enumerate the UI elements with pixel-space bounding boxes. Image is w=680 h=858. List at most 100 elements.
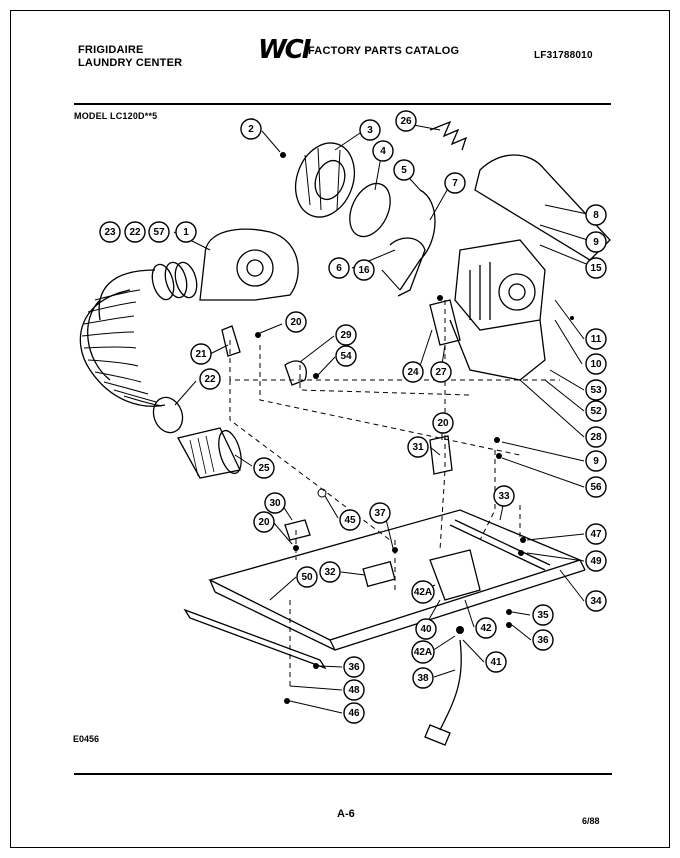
- callout-circle: [402, 361, 424, 383]
- blower-wheel: [295, 142, 355, 218]
- callout-22: 22: [199, 368, 221, 390]
- callout-34: 34: [585, 590, 607, 612]
- callout-label: 3: [367, 125, 373, 136]
- callout-circle: [369, 502, 391, 524]
- callout-label: 15: [590, 263, 602, 274]
- bracket-30: [284, 519, 311, 541]
- callout-label: 2: [248, 124, 254, 135]
- callout-37: 37: [369, 502, 391, 524]
- callout-11: 11: [585, 328, 607, 350]
- callout-circle: [335, 324, 357, 346]
- callout-label: 42A: [414, 647, 432, 658]
- callout-26: 26: [395, 110, 417, 132]
- callout-50: 50: [296, 566, 318, 588]
- switch-bracket: [429, 299, 461, 346]
- callout-9: 9: [585, 450, 607, 472]
- callout-label: 11: [591, 334, 602, 345]
- callout-label: 49: [590, 556, 602, 567]
- callout-35: 35: [532, 604, 554, 626]
- callout-circle: [199, 368, 221, 390]
- callout-6: 6: [328, 257, 350, 279]
- callout-label: 9: [593, 237, 599, 248]
- callout-15: 15: [585, 257, 607, 279]
- callout-circle: [585, 400, 607, 422]
- cord-plug: [424, 724, 451, 746]
- catalog-date: 6/88: [582, 816, 600, 826]
- callout-label: 45: [344, 515, 356, 526]
- callout-circle: [240, 118, 262, 140]
- callout-label: 6: [336, 263, 342, 274]
- callout-22: 22: [124, 221, 146, 243]
- callout-label: 53: [590, 385, 602, 396]
- callout-45: 45: [339, 509, 361, 531]
- callout-label: 20: [437, 418, 449, 429]
- callout-label: 5: [401, 165, 407, 176]
- callout-label: 9: [593, 456, 599, 467]
- callout-circle: [585, 257, 607, 279]
- callout-circle: [148, 221, 170, 243]
- callout-circle: [395, 110, 417, 132]
- hardware-screws: [255, 152, 574, 704]
- callout-circle: [415, 618, 437, 640]
- callout-1: 1: [175, 221, 197, 243]
- callout-circle: [339, 509, 361, 531]
- callout-label: 34: [590, 596, 602, 607]
- callout-label: 27: [435, 367, 447, 378]
- callout-42a: 42A: [411, 640, 435, 664]
- callout-57: 57: [148, 221, 170, 243]
- callout-label: 46: [348, 708, 360, 719]
- callout-circle: [532, 629, 554, 651]
- callout-label: 26: [400, 116, 412, 127]
- callout-circle: [493, 485, 515, 507]
- callout-8: 8: [585, 204, 607, 226]
- switch-29: [284, 360, 307, 386]
- callout-label: 33: [498, 491, 510, 502]
- callout-42: 42: [475, 617, 497, 639]
- callout-circle: [585, 379, 607, 401]
- callout-47: 47: [585, 523, 607, 545]
- callout-28: 28: [585, 426, 607, 448]
- callout-20: 20: [432, 412, 454, 434]
- callout-label: 36: [348, 662, 360, 673]
- callout-33: 33: [493, 485, 515, 507]
- catalog-part-number: LF31788010: [534, 50, 593, 61]
- idler-pulley: [389, 237, 426, 297]
- callout-circle: [343, 702, 365, 724]
- callout-label: 56: [590, 482, 602, 493]
- callout-circle: [124, 221, 146, 243]
- blower-seal: [349, 182, 391, 238]
- callout-circle: [430, 361, 452, 383]
- blower-housing: [199, 228, 299, 301]
- callout-circle: [585, 450, 607, 472]
- callout-label: 22: [129, 227, 141, 238]
- callout-circle: [585, 328, 607, 350]
- callout-label: 4: [380, 146, 386, 157]
- page-border: [10, 10, 670, 848]
- callout-7: 7: [444, 172, 466, 194]
- callout-circle: [407, 436, 429, 458]
- assembly-guide-lines: [229, 300, 560, 690]
- callout-30: 30: [264, 492, 286, 514]
- callout-label: 25: [258, 463, 270, 474]
- callout-54: 54: [335, 345, 357, 367]
- callout-53: 53: [585, 379, 607, 401]
- callout-25: 25: [253, 457, 275, 479]
- callout-label: 40: [420, 624, 432, 635]
- callout-9: 9: [585, 231, 607, 253]
- idler-spring: [429, 120, 468, 151]
- callout-23: 23: [99, 221, 121, 243]
- callout-circle: [585, 550, 607, 572]
- callout-label: 35: [537, 610, 549, 621]
- callout-label: 50: [301, 572, 313, 583]
- callout-label: 7: [452, 178, 458, 189]
- callout-label: 42: [480, 623, 492, 634]
- callout-label: 54: [340, 351, 352, 362]
- callout-52: 52: [585, 400, 607, 422]
- wci-logo: WCI: [258, 35, 311, 65]
- callout-circle: [253, 457, 275, 479]
- callout-46: 46: [343, 702, 365, 724]
- exhaust-hose: [79, 269, 166, 407]
- hose-clamps: [151, 261, 198, 434]
- callout-36: 36: [343, 656, 365, 678]
